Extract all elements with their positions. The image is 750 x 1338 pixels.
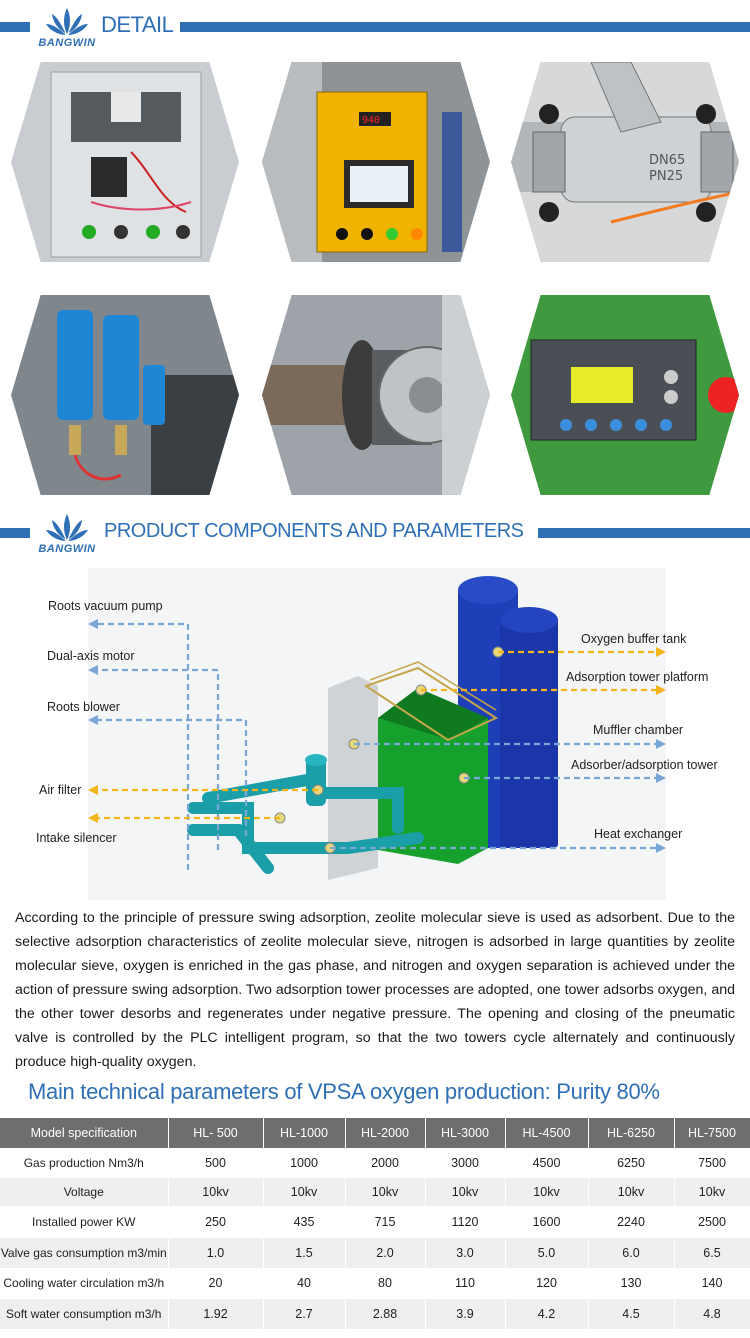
parameters-table: Model specification HL- 500 HL-1000 HL-2… bbox=[0, 1118, 750, 1329]
row-label-cell: Valve gas consumption m3/min bbox=[0, 1238, 169, 1268]
equipment-illustration bbox=[88, 576, 666, 880]
value-cell: 10kv bbox=[168, 1178, 264, 1206]
svg-text:940: 940 bbox=[362, 115, 380, 126]
process-description: According to the principle of pressure s… bbox=[15, 910, 735, 1070]
value-cell: 2000 bbox=[345, 1148, 426, 1178]
label-roots-vacuum-pump: Roots vacuum pump bbox=[48, 599, 163, 613]
value-cell: 10kv bbox=[263, 1178, 346, 1206]
header-cell: HL-3000 bbox=[425, 1118, 506, 1148]
detail-image-valve: DN65 PN25 bbox=[511, 62, 739, 262]
row-label-cell: Soft water consumption m3/h bbox=[0, 1299, 169, 1329]
label-air-filter: Air filter bbox=[39, 783, 82, 797]
bangwin-logo-icon bbox=[46, 514, 88, 541]
header-cell: HL-1000 bbox=[263, 1118, 346, 1148]
value-cell: 6.5 bbox=[674, 1238, 750, 1268]
components-diagram bbox=[88, 568, 666, 900]
value-cell: 2.0 bbox=[345, 1238, 426, 1268]
label-oxygen-buffer-tank: Oxygen buffer tank bbox=[581, 632, 687, 646]
table-header-row: Model specification HL- 500 HL-1000 HL-2… bbox=[0, 1118, 750, 1148]
header-cell: HL- 500 bbox=[168, 1118, 264, 1148]
value-cell: 4.5 bbox=[588, 1299, 675, 1329]
value-cell: 120 bbox=[505, 1268, 589, 1299]
value-cell: 1120 bbox=[425, 1206, 506, 1238]
row-label-cell: Installed power KW bbox=[0, 1206, 169, 1238]
value-cell: 2500 bbox=[674, 1206, 750, 1238]
value-cell: 20 bbox=[168, 1268, 264, 1299]
row-label-cell: Gas production Nm3/h bbox=[0, 1148, 169, 1178]
value-cell: 10kv bbox=[425, 1178, 506, 1206]
value-cell: 110 bbox=[425, 1268, 506, 1299]
value-cell: 10kv bbox=[674, 1178, 750, 1206]
value-cell: 7500 bbox=[674, 1148, 750, 1178]
value-cell: 250 bbox=[168, 1206, 264, 1238]
detail-image-plc-box: 940 bbox=[262, 62, 490, 262]
valve-marking-pn: PN25 bbox=[649, 169, 683, 184]
value-cell: 2.7 bbox=[263, 1299, 346, 1329]
value-cell: 2240 bbox=[588, 1206, 675, 1238]
value-cell: 10kv bbox=[505, 1178, 589, 1206]
components-title: PRODUCT COMPONENTS AND PARAMETERS bbox=[104, 520, 524, 542]
value-cell: 4500 bbox=[505, 1148, 589, 1178]
value-cell: 2.88 bbox=[345, 1299, 426, 1329]
value-cell: 10kv bbox=[588, 1178, 675, 1206]
value-cell: 3.9 bbox=[425, 1299, 506, 1329]
value-cell: 6250 bbox=[588, 1148, 675, 1178]
value-cell: 500 bbox=[168, 1148, 264, 1178]
label-roots-blower: Roots blower bbox=[47, 700, 120, 714]
value-cell: 1000 bbox=[263, 1148, 346, 1178]
row-label-cell: Voltage bbox=[0, 1178, 169, 1206]
value-cell: 1.0 bbox=[168, 1238, 264, 1268]
value-cell: 715 bbox=[345, 1206, 426, 1238]
label-dual-axis-motor: Dual-axis motor bbox=[47, 649, 135, 663]
value-cell: 40 bbox=[263, 1268, 346, 1299]
detail-image-filters bbox=[11, 295, 239, 495]
value-cell: 1.5 bbox=[263, 1238, 346, 1268]
detail-title: DETAIL bbox=[101, 12, 174, 37]
value-cell: 4.2 bbox=[505, 1299, 589, 1329]
value-cell: 1600 bbox=[505, 1206, 589, 1238]
label-adsorption-tower-platform: Adsorption tower platform bbox=[566, 670, 709, 684]
value-cell: 130 bbox=[588, 1268, 675, 1299]
value-cell: 10kv bbox=[345, 1178, 426, 1206]
value-cell: 435 bbox=[263, 1206, 346, 1238]
label-adsorber-tower: Adsorber/adsorption tower bbox=[571, 758, 718, 772]
header-cell: HL-4500 bbox=[505, 1118, 589, 1148]
header-bar-left bbox=[0, 528, 30, 538]
header-cell: HL-6250 bbox=[588, 1118, 675, 1148]
detail-image-blower bbox=[262, 295, 490, 495]
brand-name: BANGWIN bbox=[38, 37, 96, 49]
value-cell: 3.0 bbox=[425, 1238, 506, 1268]
value-cell: 3000 bbox=[425, 1148, 506, 1178]
label-intake-silencer: Intake silencer bbox=[36, 831, 117, 845]
row-label-cell: Cooling water circulation m3/h bbox=[0, 1268, 169, 1299]
detail-header: BANGWIN DETAIL bbox=[0, 0, 750, 56]
value-cell: 140 bbox=[674, 1268, 750, 1299]
label-muffler-chamber: Muffler chamber bbox=[593, 723, 684, 737]
header-bar-right bbox=[538, 528, 750, 538]
bangwin-logo-icon bbox=[46, 8, 88, 35]
header-cell: HL-2000 bbox=[345, 1118, 426, 1148]
value-cell: 4.8 bbox=[674, 1299, 750, 1329]
header-cell: HL-7500 bbox=[674, 1118, 750, 1148]
brand-name: BANGWIN bbox=[38, 543, 96, 555]
label-heat-exchanger: Heat exchanger bbox=[594, 827, 683, 841]
value-cell: 6.0 bbox=[588, 1238, 675, 1268]
value-cell: 1.92 bbox=[168, 1299, 264, 1329]
parameters-title: Main technical parameters of VPSA oxygen… bbox=[28, 1079, 660, 1104]
header-cell: Model specification bbox=[0, 1118, 169, 1148]
valve-marking-dn: DN65 bbox=[649, 153, 685, 168]
detail-image-controller bbox=[511, 295, 739, 495]
header-bar-right bbox=[180, 22, 750, 32]
components-header: BANGWIN PRODUCT COMPONENTS AND PARAMETER… bbox=[0, 506, 750, 562]
header-bar-left bbox=[0, 22, 30, 32]
value-cell: 80 bbox=[345, 1268, 426, 1299]
value-cell: 5.0 bbox=[505, 1238, 589, 1268]
detail-image-cabinet bbox=[11, 62, 239, 262]
